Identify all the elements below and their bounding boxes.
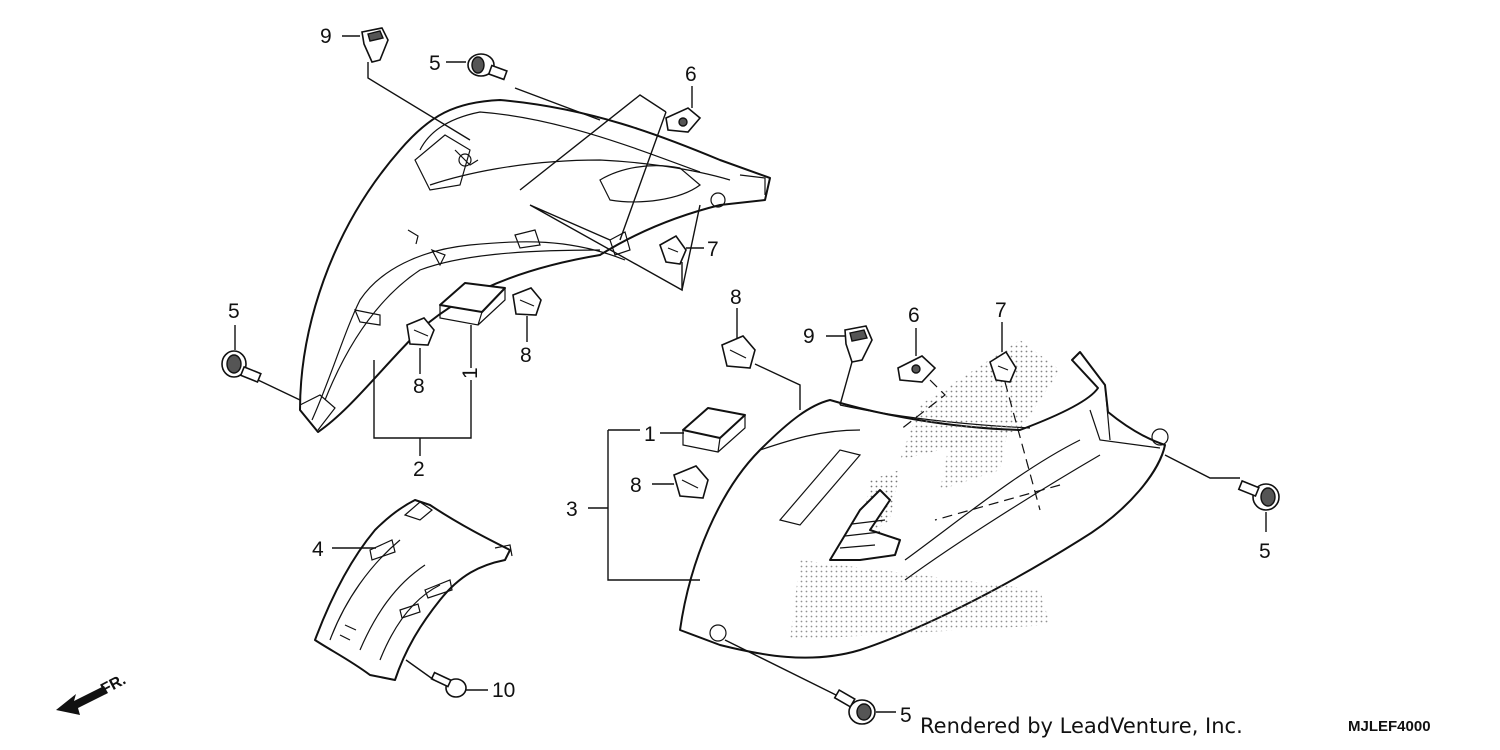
leader-lines [234,35,1267,713]
clip-8-d [673,465,709,499]
callout-2: 2 [413,458,425,481]
callout-5-right: 5 [1259,540,1271,563]
callout-8-c: 8 [730,286,742,309]
emblem-sticker-lower [682,407,746,453]
callout-8-d: 8 [630,474,642,497]
callout-10: 10 [492,679,515,702]
callout-5-bottom: 5 [900,704,912,727]
screw-10 [430,671,467,698]
callout-8-b: 8 [520,344,532,367]
callout-8-a: 8 [413,375,425,398]
front-direction-arrow: FR. [56,671,129,715]
render-credit: Rendered by LeadVenture, Inc. [920,714,1243,738]
callout-6-top: 6 [685,63,697,86]
clip-8-c [721,335,756,369]
callout-7-right: 7 [995,299,1007,322]
upper-inner-cowl [299,99,771,433]
callout-7-upper: 7 [707,238,719,261]
grommet-5-right [1237,479,1280,511]
inner-cover [314,499,513,681]
clip-9-right [844,325,873,363]
nut-6-right [897,355,937,383]
callout-5-left: 5 [228,300,240,323]
lower-cowl-with-logo [679,340,1169,659]
grommet-5-top [467,53,508,81]
callout-1-upper: 1 [459,367,482,379]
grommet-5-bottom [833,688,876,725]
callout-1-lower: 1 [644,423,656,446]
callout-labels: 9 5 6 7 5 8 8 1 2 4 10 8 9 6 7 1 8 3 5 5 [228,25,1271,727]
callout-3: 3 [566,498,578,521]
clip-8-b [512,287,542,316]
nut-6-top [665,107,702,133]
clip-9-top [361,27,389,63]
callout-4: 4 [312,538,324,561]
callout-9-right: 9 [803,325,815,348]
emblem-sticker-upper [439,282,506,326]
clip-7-right [989,350,1017,383]
callout-5-top: 5 [429,52,441,75]
clip-7-upper [659,234,687,265]
grommet-5-left [221,350,262,384]
clip-8-a [406,317,435,346]
callout-6-right: 6 [908,304,920,327]
diagram-code: MJLEF4000 [1348,718,1431,735]
callout-9-top: 9 [320,25,332,48]
